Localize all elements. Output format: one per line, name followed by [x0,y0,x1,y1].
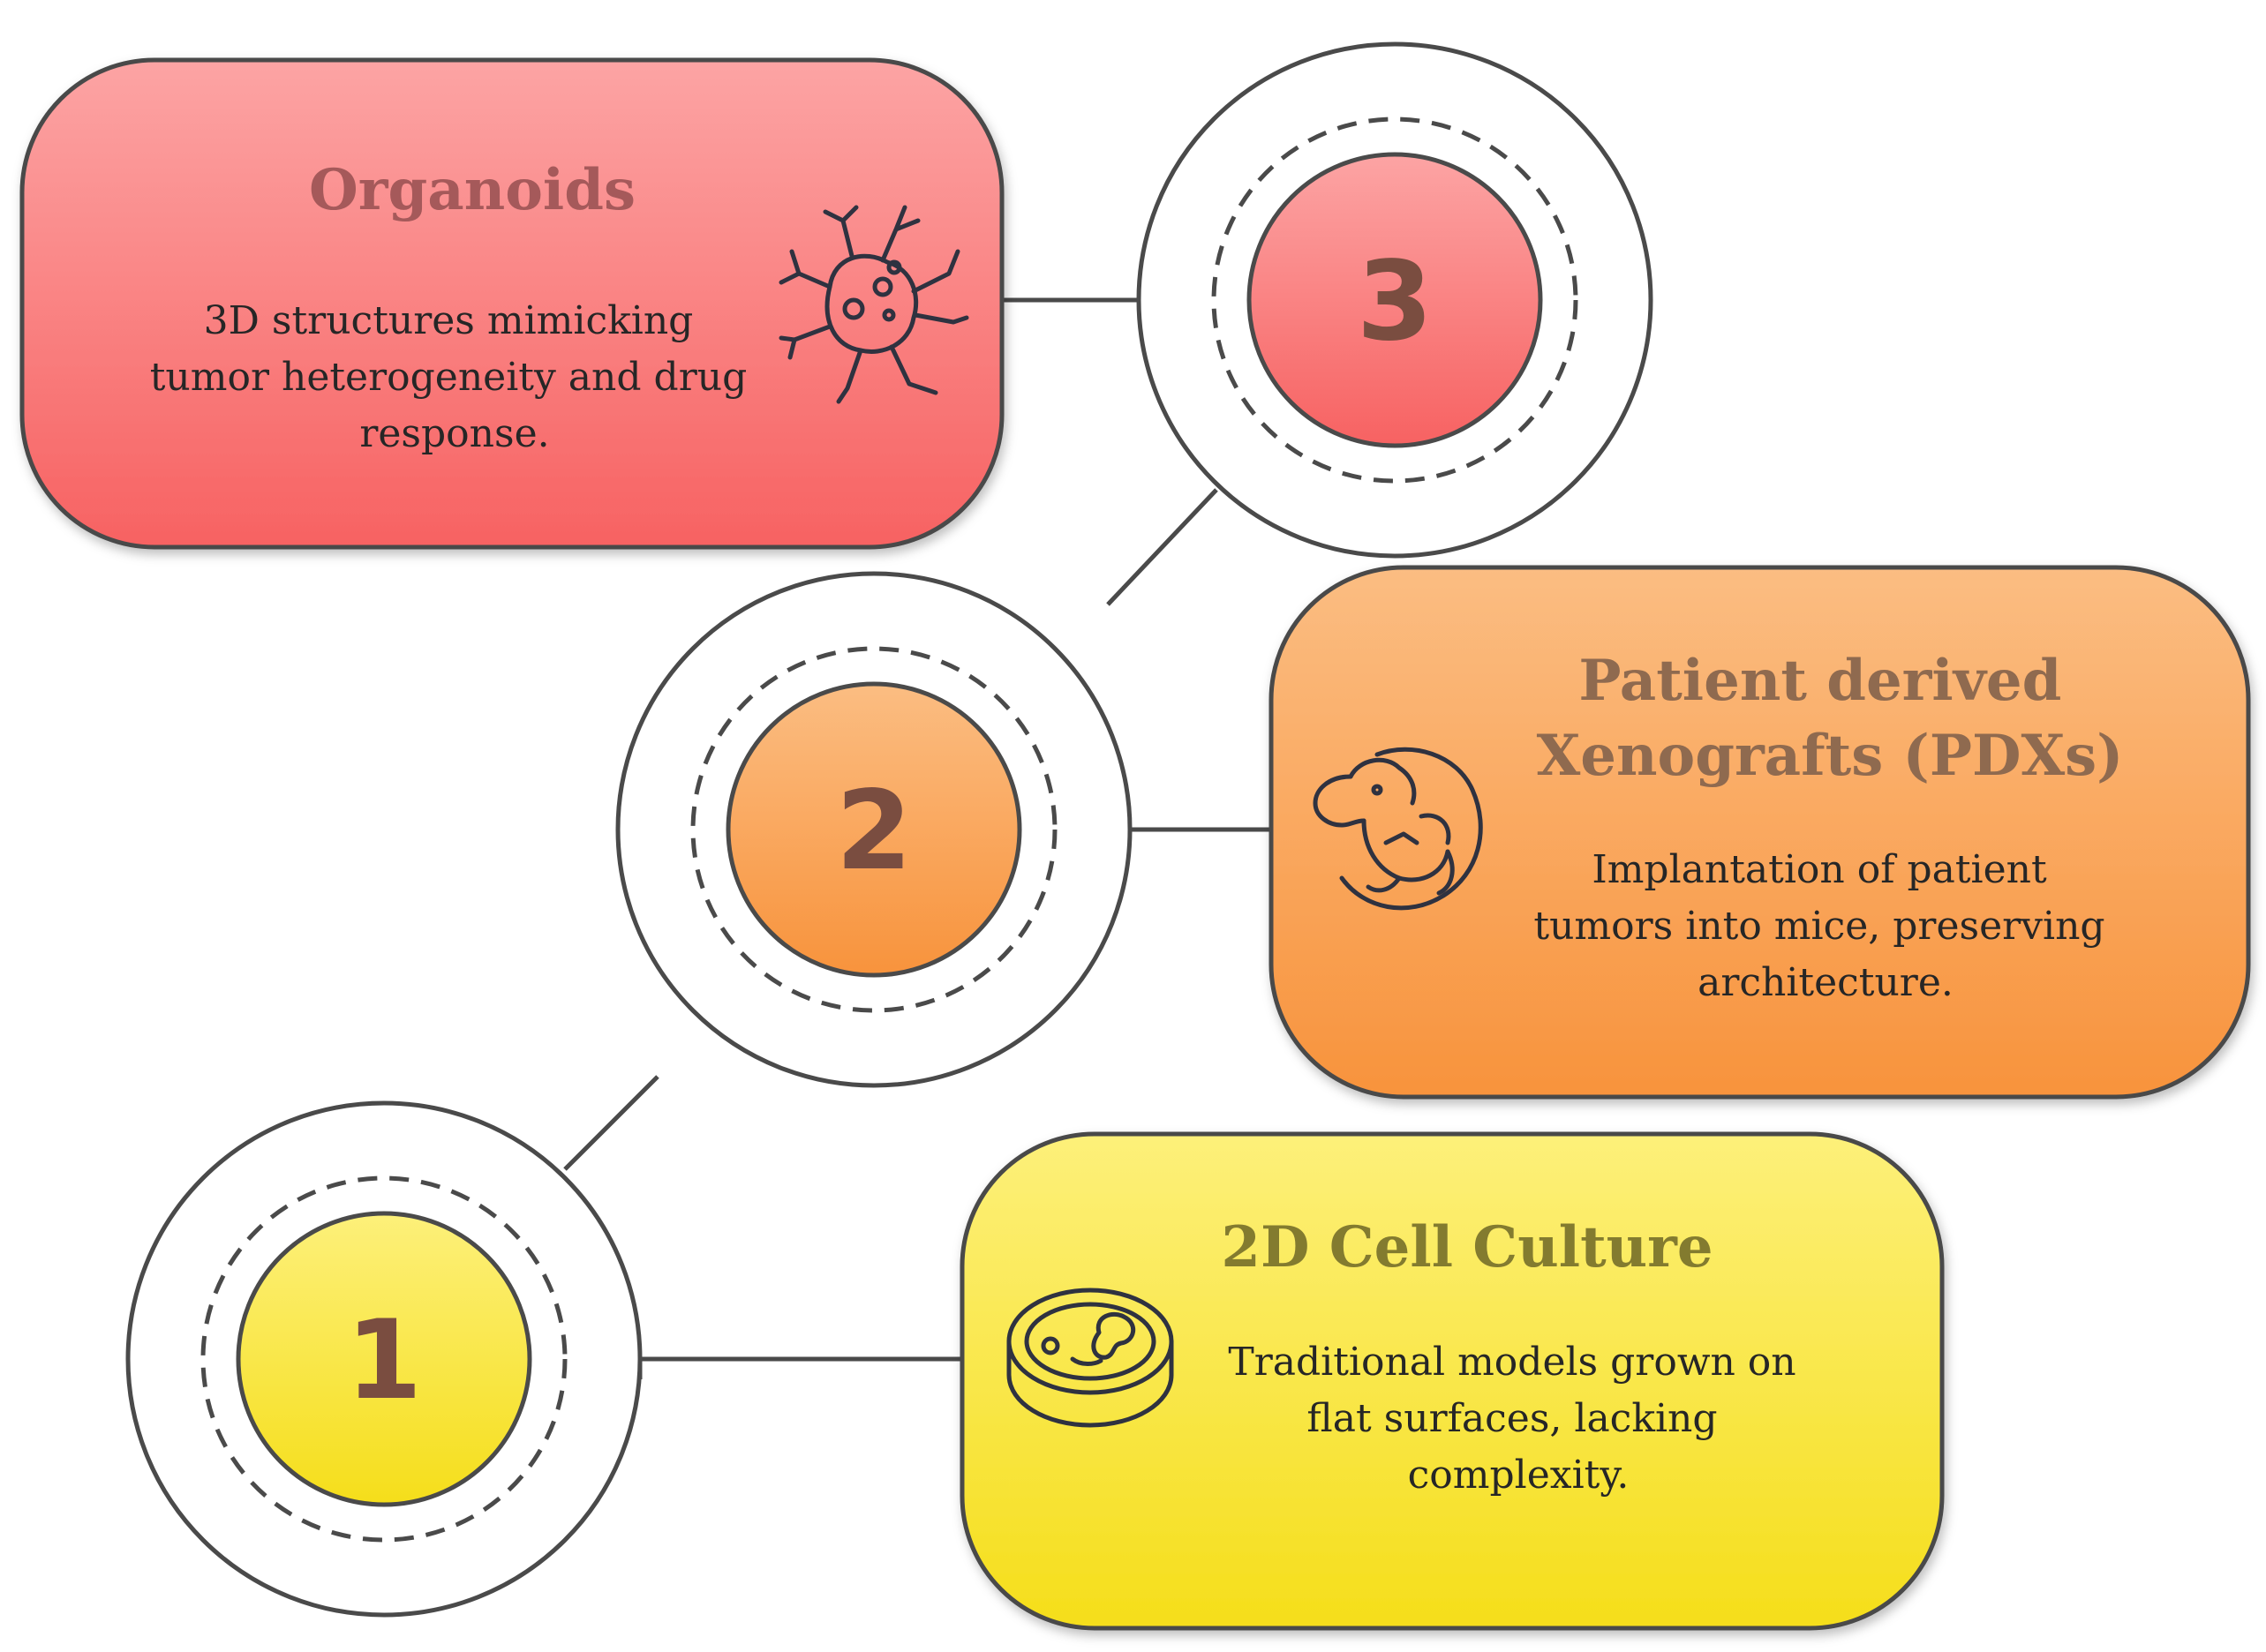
pdx-description-line-2: tumors into mice, preserving [1533,904,2104,949]
pdx-title-line-2: Xenografts (PDXs) [1537,723,2124,789]
cell-culture-title: 2D Cell Culture [1221,1214,1713,1280]
pdx-card-background [1269,565,2251,1100]
step-3-number: 3 [1357,238,1433,365]
cell-culture-card-background [960,1131,1945,1631]
organoids-description-line-2: tumor heterogeneity and drug [150,355,747,400]
cell-culture-description-line-2: flat surfaces, lacking [1306,1396,1717,1441]
connector-2-to-1 [563,1075,659,1171]
organoids-description-line-1: 3D structures mimicking [204,298,694,343]
step-3-circle-group: 3 [1136,41,1653,559]
step-2-badge [726,681,1022,978]
organoids-description-line-3: response. [359,411,549,456]
step-2-dashed-ring [690,646,1058,1013]
cell-culture-description-line-3: complexity. [1408,1453,1630,1498]
pdx-description-line-1: Implantation of patient [1592,847,2047,892]
organoids-card-background [19,57,1005,550]
organoids-title: Organoids [309,157,636,223]
mouse-icon [1313,747,1483,911]
pdx-title-line-1: Patient derived [1578,648,2061,714]
step-1-dashed-ring [200,1175,568,1543]
organoids-description: 3D structures mimicking tumor heterogene… [150,298,759,456]
cell-culture-description: Traditional models grown on flat surface… [1228,1340,1808,1498]
organoids-card: Organoids 3D structures mimicking tumor … [19,57,1005,550]
step-2-circle-group: 2 [615,571,1133,1088]
connector-3-to-2 [1106,488,1218,606]
cell-culture-description-line-1: Traditional models grown on [1228,1340,1795,1385]
step-1-number: 1 [346,1297,422,1424]
step-2-number: 2 [836,768,912,895]
connector-organoids-to-3 [1002,264,1150,303]
connector-2-to-pdx [1125,827,1271,843]
step-3-badge [1246,152,1543,448]
step-1-circle-group: 1 [125,1100,643,1618]
pdx-description-line-3: architecture. [1698,960,1954,1005]
pdx-description: Implantation of patient tumors into mice… [1533,847,2117,1005]
connector-1-to-2d [637,1356,962,1379]
organoid-cell-icon [779,205,969,404]
step-3-dashed-ring [1211,116,1578,484]
cell-culture-card: 2D Cell Culture Traditional models grown… [960,1131,1945,1631]
pdx-card: Patient derived Xenografts (PDXs) Implan… [1269,565,2251,1100]
pdx-title: Patient derived Xenografts (PDXs) [1537,648,2124,789]
step-1-badge [236,1211,532,1507]
petri-dish-icon [1006,1288,1174,1428]
